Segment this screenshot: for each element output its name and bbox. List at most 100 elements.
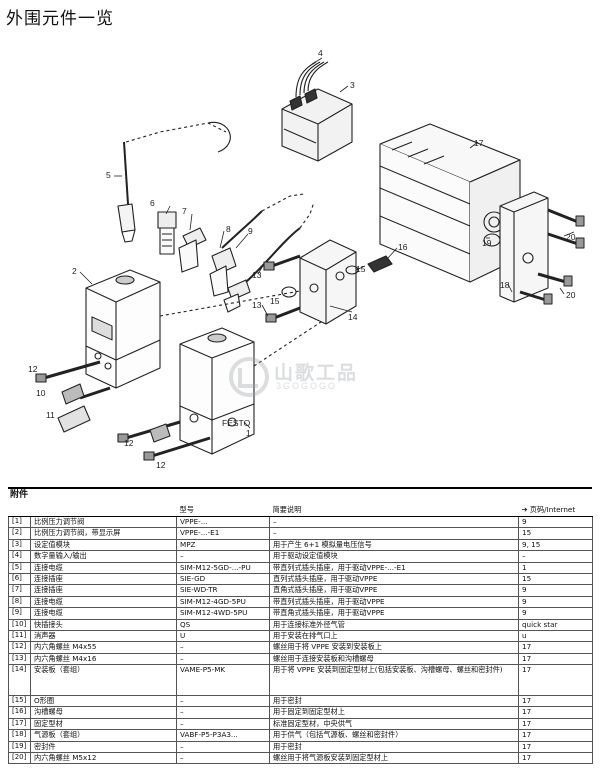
item-name: 连接电缆 <box>30 607 177 620</box>
item-model: SIE-WD-TR <box>176 584 270 597</box>
header-cell: 型号 <box>176 501 270 517</box>
item-name: 沟槽螺母 <box>30 706 177 719</box>
callout-label: 9 <box>248 226 253 236</box>
item-description: – <box>269 527 519 540</box>
item-name: 设定值模块 <box>30 538 177 552</box>
diagram-labels: 4 3 5 6 7 8 9 2 13 13 14 15 15 16 17 19 … <box>28 48 576 470</box>
valve-1: FESTO <box>179 327 255 455</box>
item-number: [17] <box>8 717 31 731</box>
item-number: [7] <box>8 584 31 597</box>
callout-label: 11 <box>46 410 55 420</box>
callout-label: 15 <box>356 264 366 274</box>
item-description: 螺丝用于将 VPPE 安装到安装板上 <box>269 641 519 654</box>
item-model: SIM-M12-4WD-5PU <box>176 607 270 620</box>
item-model: – <box>176 752 270 765</box>
callout-label: 13 <box>252 270 262 280</box>
item-model: – <box>176 695 270 708</box>
item-description: 用于产生 6+1 模拟量电压信号 <box>269 538 519 552</box>
item-description: 用于固定到固定型材上 <box>269 706 519 719</box>
item-page: u <box>518 629 593 643</box>
callout-label: 3 <box>350 80 355 90</box>
item-description: 用于安装在排气口上 <box>269 629 519 643</box>
item-model: – <box>176 717 270 731</box>
item-description: 用于供气（包括气源板、螺丝和密封件） <box>269 729 519 742</box>
cable-8 <box>209 193 305 297</box>
item-description: 带直列式插头插座，用于驱动VPPE <box>269 595 519 609</box>
header-cell <box>8 501 31 517</box>
item-number: [13] <box>8 652 31 666</box>
cable-5 <box>117 121 231 243</box>
item-number: [4] <box>8 550 31 563</box>
callout-label: 6 <box>150 198 155 208</box>
screws-12 <box>35 360 211 461</box>
item-description: 直角式插头插座，用于驱动VPPE <box>269 584 519 597</box>
watermark-logo-icon <box>229 357 269 397</box>
callout-label: 5 <box>106 170 111 180</box>
socket-7 <box>178 227 207 273</box>
exploded-view-diagram: FESTO <box>28 48 585 470</box>
item-page: 17 <box>518 706 593 719</box>
watermark: 山歌工品 3GOGOGO <box>228 356 378 398</box>
item-number: [5] <box>8 561 31 574</box>
callout-label: 12 <box>28 364 38 374</box>
callout-label: 19 <box>482 238 492 248</box>
item-model: VAME-P5-MK <box>176 664 270 697</box>
watermark-name-en: 3GOGOGO <box>276 381 338 391</box>
callout-label: 10 <box>36 388 46 398</box>
item-number: [19] <box>8 740 31 754</box>
header-cell: 简要说明 <box>269 501 519 517</box>
item-name: O形圈 <box>30 695 177 708</box>
item-name: 安装板（套组） <box>30 664 177 697</box>
item-model: SIE-GD <box>176 572 270 586</box>
item-description: – <box>269 515 519 529</box>
item-page: 17 <box>518 717 593 731</box>
item-name: 快插接头 <box>30 618 177 631</box>
silencer-11 <box>57 405 91 433</box>
callout-label: 12 <box>124 438 134 448</box>
item-number: [1] <box>8 515 31 529</box>
callout-label: 14 <box>348 312 358 322</box>
svg-text:FESTO: FESTO <box>222 418 251 428</box>
item-model: SIM-M12-4GD-5PU <box>176 595 270 609</box>
item-name: 固定型材 <box>30 717 177 731</box>
callout-label: 20 <box>566 290 576 300</box>
table-header-row: 型号 简要说明 ➔ 页码/Internet <box>8 501 593 517</box>
o-ring-15 <box>281 286 297 298</box>
item-description: 用于连接标准外径气管 <box>269 618 519 631</box>
screws-20 <box>519 208 585 305</box>
item-page: 1 <box>518 561 593 574</box>
callout-label: 1 <box>246 428 251 438</box>
item-page: 15 <box>518 527 593 540</box>
item-page: quick star <box>518 618 593 631</box>
item-model: VPPE-... <box>176 515 270 529</box>
item-number: [12] <box>8 641 31 654</box>
item-name: 数字量输入/输出 <box>30 550 177 563</box>
item-name: 比例压力调节阀，带显示屏 <box>30 527 177 540</box>
mounting-plate-14 <box>299 239 357 325</box>
socket-6 <box>157 211 177 255</box>
item-model: VPPE-...-E1 <box>176 527 270 540</box>
item-page: 9 <box>518 584 593 597</box>
item-page: 17 <box>518 641 593 654</box>
item-page: 9 <box>518 595 593 609</box>
callout-label: 16 <box>398 242 408 252</box>
item-name: 内六角螺丝 M4x55 <box>30 641 177 654</box>
item-description: 螺丝用于将气源板安装到固定型材上 <box>269 752 519 765</box>
seal-19 <box>483 233 501 247</box>
